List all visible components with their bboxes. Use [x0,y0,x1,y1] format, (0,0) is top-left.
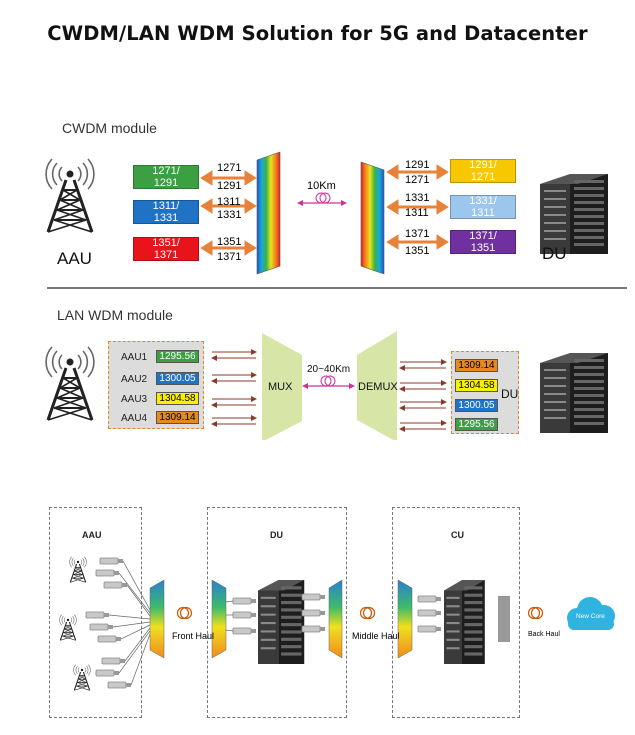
cwdm-right-wl-2b: 1311 [405,207,429,219]
cloud-icon [567,597,615,630]
zone-cu-label: CU [451,530,464,540]
mux-shape [262,333,302,440]
cwdm-right-box-2: 1331/ 1311 [450,195,516,219]
small-tower-icon-3 [73,664,91,691]
demux-label: DEMUX [358,381,398,393]
du-zone [207,507,347,718]
zone-du-label: DU [270,530,283,540]
cwdm-right-box-1: 1291/ 1271 [450,159,516,183]
lan-du-server-rack-icon [540,353,608,433]
cwdm-right-wl-3a: 1371 [405,228,430,240]
lan-aau1-wl: 1295.56 [156,350,199,363]
lan-aau4-wl: 1309.14 [156,411,199,424]
cwdm-du-label: DU [542,244,567,263]
page-title: CWDM/LAN WDM Solution for 5G and Datacen… [47,22,588,45]
small-tower-icon-2 [59,614,77,641]
cwdm-left-wl-2b: 1331 [217,209,242,221]
lan-aau3-wl: 1304.58 [156,392,199,405]
fiber-link-10km [297,192,347,206]
lan-du-wl-3: 1300.05 [455,399,498,412]
cwdm-diagram [44,151,608,275]
lan-distance-label: 20~40Km [307,364,351,375]
fiber-link-20-40km [302,375,355,389]
cwdm-right-wl-1a: 1291 [405,159,430,171]
cwdm-right-wl-3b: 1351 [405,245,430,257]
network-diagram [59,556,615,691]
small-tower-icon-1 [69,556,87,583]
lan-aau2-label: AAU2 [121,374,148,385]
cwdm-right-wl-2a: 1331 [405,192,430,204]
cwdm-left-box-2: 1311/ 1331 [133,200,199,224]
cwdm-left-box-1: 1271/ 1291 [133,165,199,189]
zone-aau-label: AAU [82,530,102,540]
cu-zone [392,507,520,718]
aau-zone [49,507,142,718]
mux-label: MUX [268,381,293,393]
cwdm-left-wl-1a: 1271 [217,162,242,174]
middle-haul-label: Middle Haul [352,631,400,641]
lan-du-wl-2: 1304.58 [455,379,498,392]
lan-du-wl-1: 1309.14 [455,359,498,372]
lan-du-label: DU [501,387,519,401]
cwdm-left-mux [256,151,281,275]
cwdm-right-demux [360,161,385,275]
cwdm-aau-label: AAU [57,249,92,268]
section-divider [47,287,627,289]
aau-tower-icon [44,157,96,234]
new-core-label: New Core [576,613,605,620]
cwdm-right-box-3: 1371/ 1351 [450,230,516,254]
lan-du-wl-4: 1295.56 [455,418,498,431]
lan-aau2-wl: 1300.05 [156,372,199,385]
du-server-rack-icon [540,174,608,254]
lan-aau-tower-icon [44,345,96,422]
cwdm-right-wl-1b: 1271 [405,174,430,186]
coherent-label: Coherent [493,589,499,614]
cwdm-left-wl-3b: 1371 [217,251,242,263]
demux-shape [357,331,397,440]
cwdm-left-wl-3a: 1351 [217,236,242,248]
lan-diagram [44,331,608,440]
cwdm-left-box-3: 1351/ 1371 [133,237,199,261]
lan-aau1-label: AAU1 [121,352,148,363]
lan-aau4-label: AAU4 [121,413,148,424]
lan-aau3-label: AAU3 [121,394,148,405]
cwdm-left-wl-1b: 1291 [217,180,242,192]
du-rack-icon [258,580,305,664]
cu-rack-icon [444,580,485,664]
cwdm-left-wl-2a: 1311 [217,196,241,208]
cwdm-distance-label: 10Km [307,180,336,192]
back-haul-label: Back Haul [528,631,560,638]
lan-section-label: LAN WDM module [57,307,173,323]
cwdm-section-label: CWDM module [62,120,157,136]
front-haul-label: Front Haul [172,631,215,641]
